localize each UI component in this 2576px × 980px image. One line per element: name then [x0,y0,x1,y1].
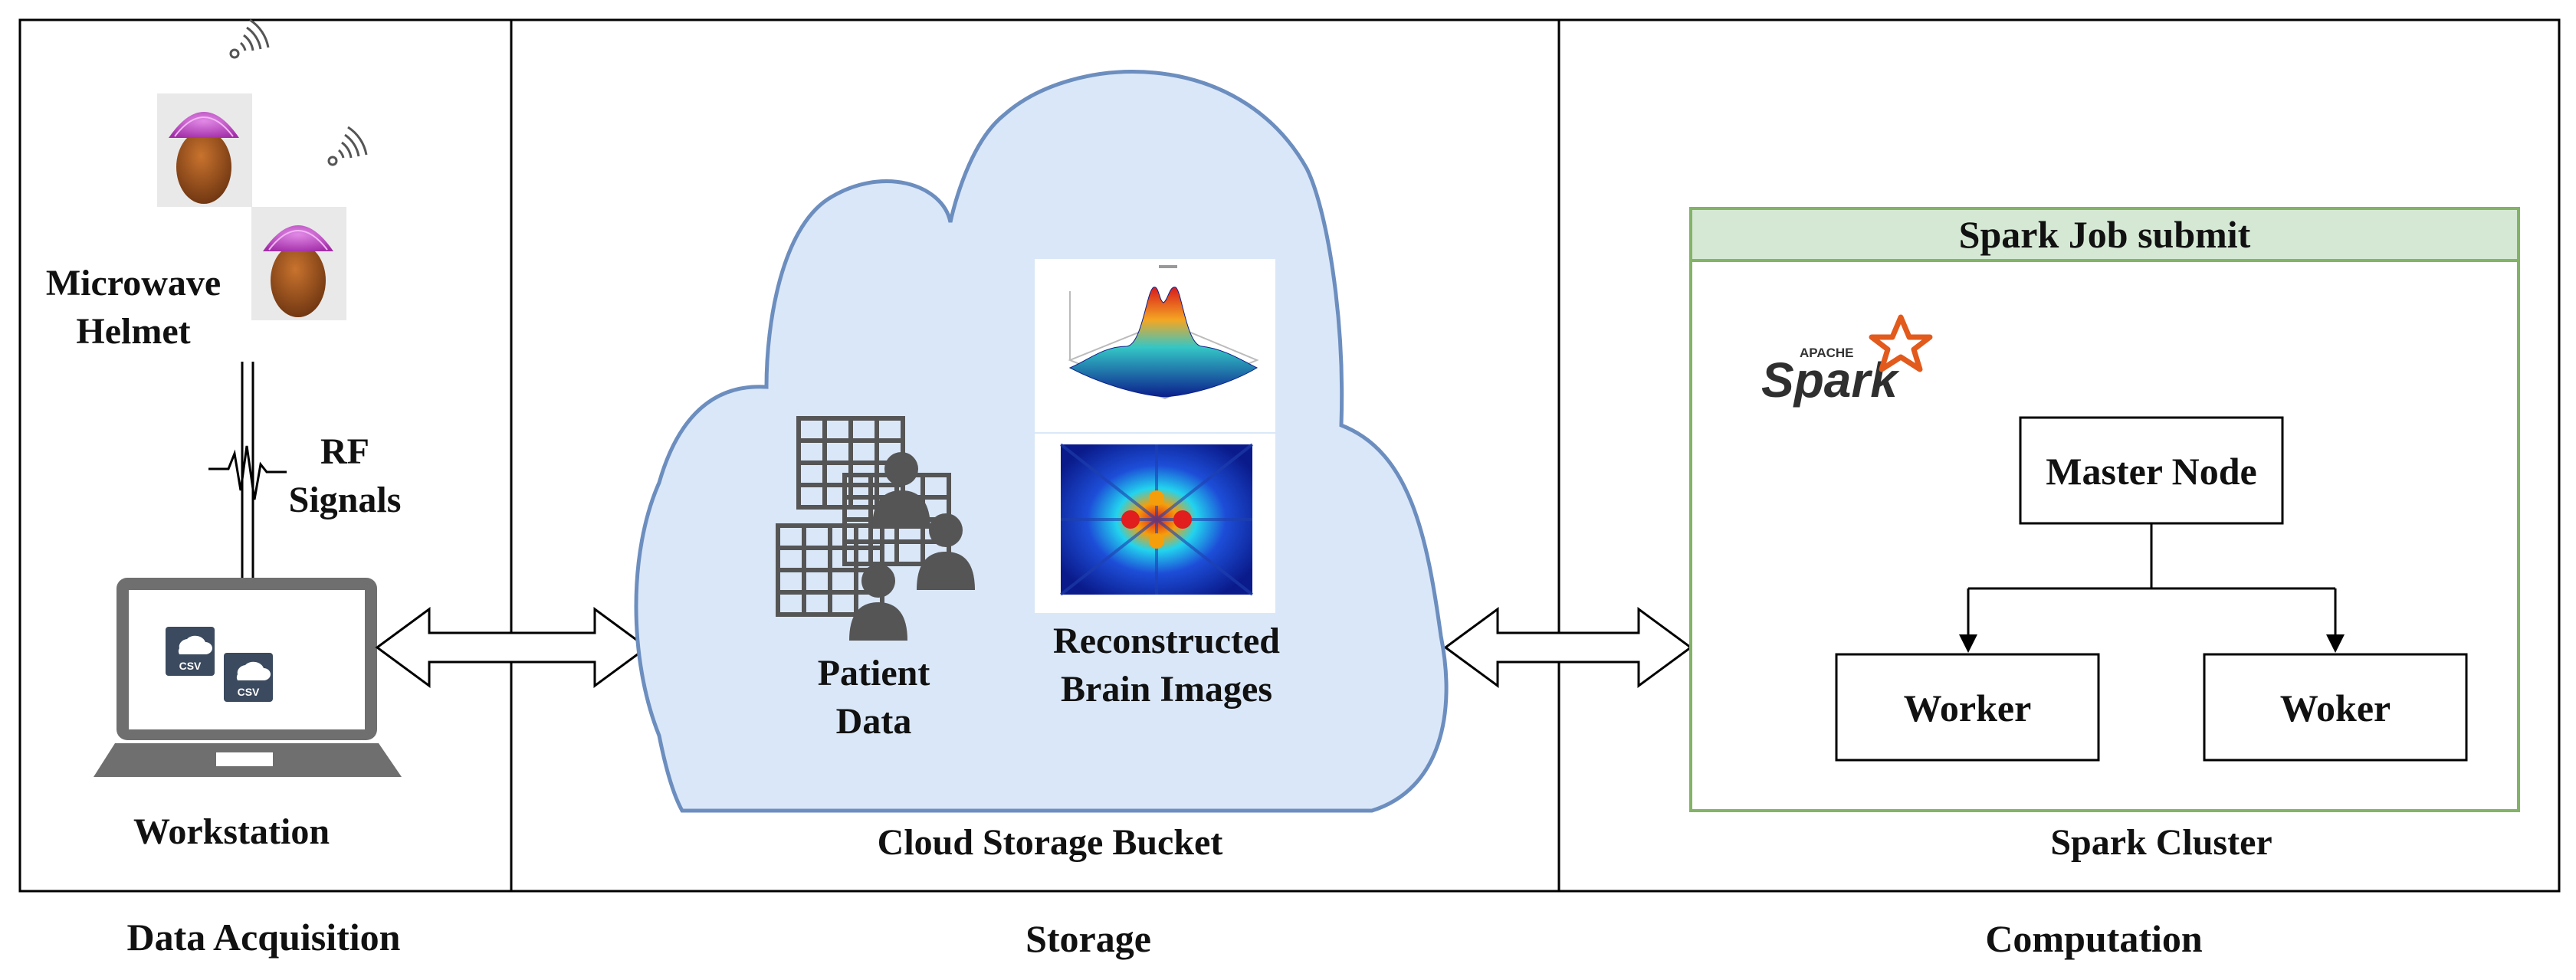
wifi-signal-icon [229,18,270,59]
patient-data-label-line2: Data [836,701,912,742]
wifi-signal-icon [327,126,368,166]
arrowhead-worker [1959,634,1977,653]
section-label-computation: Computation [1985,917,2203,960]
svg-text:Spark: Spark [1761,352,1900,408]
rf-label-line1: RF [320,431,369,472]
reconstructed-3d-surface-plot [1035,259,1275,432]
csv-file-icon: CSV [166,627,215,676]
microwave-helmet-icon [251,207,346,320]
patient-data-label-line1: Patient [818,653,930,693]
woker-node-box [2203,653,2468,762]
spark-job-header [1689,207,2520,262]
spark-job-header-label: Spark Job submit [1959,213,2251,256]
patient-person-icon [849,452,975,641]
master-to-workers-connector [1967,523,2337,639]
bidirectional-arrow-right [1443,607,1693,688]
svg-text:CSV: CSV [179,660,202,672]
reconstructed-heatmap-image [1035,434,1275,613]
master-node-box [2019,416,2284,525]
workstation-label: Workstation [133,811,330,852]
rf-label-line2: Signals [289,480,402,520]
svg-text:APACHE: APACHE [1800,346,1854,360]
woker-node-label: Woker [2280,687,2391,729]
reconstructed-images-label-line1: Reconstructed [1053,621,1280,661]
worker-node-box [1835,653,2100,762]
arrowhead-woker [2326,634,2345,653]
reconstructed-images-label-line2: Brain Images [1061,669,1272,710]
spark-star-icon [1869,314,1933,372]
apache-spark-logo: APACHE Spark [1761,314,1933,408]
spark-cluster-label: Spark Cluster [2050,822,2272,863]
master-node-label: Master Node [2046,450,2256,493]
csv-file-icon: CSV [224,653,273,702]
svg-text:CSV: CSV [238,686,260,698]
microwave-helmet-icon [157,93,252,207]
worker-node-label: Worker [1904,687,2032,729]
section-label-data-acquisition: Data Acquisition [126,916,400,959]
helmet-label-line2: Helmet [76,311,190,352]
rf-cable [208,362,287,579]
outer-frame [18,18,2561,893]
helmet-label-line1: Microwave [46,263,221,303]
cloud-storage-bucket-label: Cloud Storage Bucket [878,822,1223,863]
section-label-storage: Storage [1025,917,1151,960]
